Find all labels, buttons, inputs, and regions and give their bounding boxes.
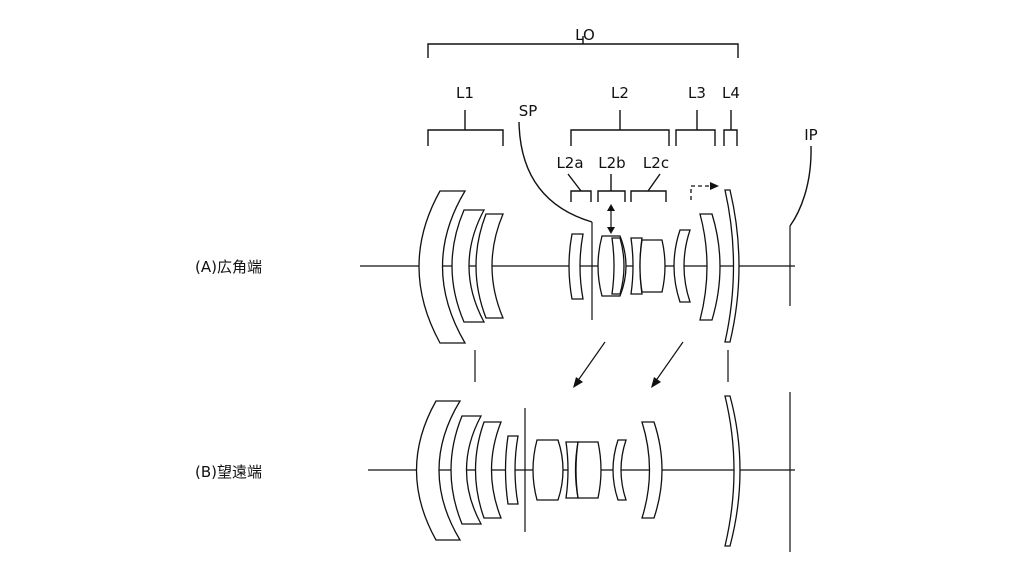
leader-SP — [518, 121, 593, 223]
double-arrow-icon — [607, 204, 615, 234]
dashed-arrow-icon — [690, 182, 719, 200]
label-L2: L2 — [611, 84, 629, 102]
bracket-L2b — [597, 174, 626, 202]
label-tele: (B)望遠端 — [195, 463, 262, 481]
lens-group-L4-tele — [724, 395, 741, 547]
label-L2b: L2b — [598, 154, 625, 172]
label-L4: L4 — [722, 84, 740, 102]
label-L1: L1 — [456, 84, 474, 102]
movement-arrow-icon — [651, 341, 684, 388]
lens-group-L3-tele — [612, 421, 663, 519]
leader-IP — [789, 145, 812, 227]
bracket-L2c — [630, 173, 667, 202]
bracket-LO — [427, 36, 739, 58]
lens-group-L1-tele — [415, 400, 519, 541]
movement-arrow-icon — [573, 341, 606, 388]
lens-group-L3-wide — [673, 213, 721, 321]
label-L3: L3 — [688, 84, 706, 102]
label-wide: (A)広角端 — [195, 258, 262, 276]
bracket-L2a — [567, 173, 592, 202]
bracket-L4 — [723, 110, 738, 146]
label-IP: IP — [804, 126, 817, 144]
lens-group-L4-wide — [724, 189, 740, 343]
lens-group-L2-wide — [568, 222, 666, 320]
bracket-L2 — [570, 110, 670, 146]
label-SP: SP — [519, 102, 538, 120]
label-LO: LO — [575, 26, 595, 44]
bracket-L3 — [675, 110, 716, 146]
label-L2c: L2c — [643, 154, 669, 172]
lens-group-L2-tele — [524, 408, 602, 532]
lens-group-L1-wide — [418, 190, 504, 344]
bracket-L1 — [427, 110, 504, 146]
label-L2a: L2a — [556, 154, 583, 172]
